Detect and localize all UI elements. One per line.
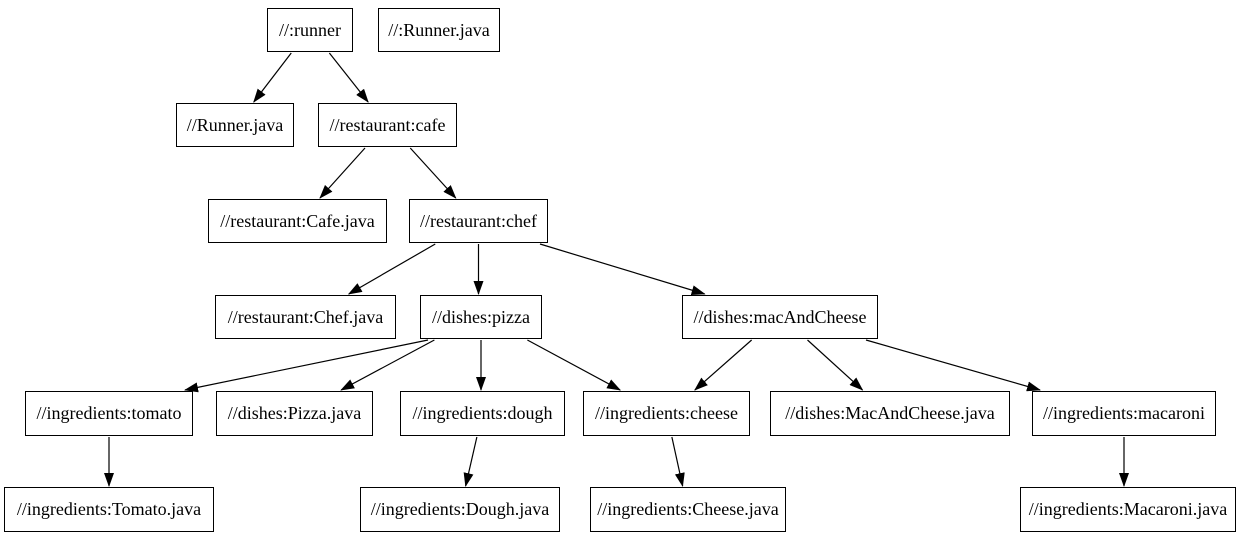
node-label: //restaurant:cafe [329,114,446,135]
graph-node-macaroni: //ingredients:macaroni [1032,391,1216,436]
graph-node-chef: //restaurant:chef [409,199,548,243]
node-label: //ingredients:tomato [36,403,182,423]
edge-mac_and_cheese-to-macaroni [865,339,1041,392]
graph-node-chef_java: //restaurant:Chef.java [215,295,396,339]
node-label: //dishes:macAndCheese [693,306,867,327]
node-label: //dishes:MacAndCheese.java [785,403,995,423]
graph-node-cheese_java: //ingredients:Cheese.java [590,487,786,532]
node-label: //restaurant:Cafe.java [220,210,375,231]
node-label: //ingredients:Dough.java [370,499,550,519]
edge-cafe-to-chef [409,147,457,199]
edge-runner-to-runner_java [253,52,292,103]
node-label: //:Runner.java [388,19,490,40]
edge-dough-to-dough_java [463,436,478,487]
node-label: //Runner.java [186,114,284,135]
node-label: //ingredients:Tomato.java [16,499,202,519]
graph-node-dough: //ingredients:dough [400,391,565,436]
edge-pizza-to-tomato [184,339,429,393]
node-label: //ingredients:cheese [595,403,738,423]
graph-node-mac_and_cheese: //dishes:macAndCheese [682,295,878,339]
graph-node-dough_java: //ingredients:Dough.java [360,487,560,532]
node-label: //ingredients:macaroni [1043,403,1205,423]
graph-node-cafe: //restaurant:cafe [318,103,457,147]
graph-node-tomato_java: //ingredients:Tomato.java [4,487,214,532]
edge-runner-to-cafe [328,52,369,103]
graph-node-pizza: //dishes:pizza [420,295,542,339]
node-label: //ingredients:Macaroni.java [1028,499,1228,519]
edge-cheese-to-cheese_java [671,436,685,487]
graph-node-pizza_java: //dishes:Pizza.java [216,391,373,436]
graph-node-cafe_java: //restaurant:Cafe.java [208,199,387,243]
edge-cafe-to-cafe_java [319,147,366,199]
node-label: //dishes:Pizza.java [227,403,362,423]
node-label: //:runner [279,19,341,40]
node-label: //restaurant:chef [420,210,537,231]
edge-pizza-to-pizza_java [340,339,435,391]
node-label: //dishes:pizza [432,306,530,327]
node-label: //restaurant:Chef.java [227,306,384,327]
graph-node-runner: //:runner [267,8,353,52]
graph-node-runner_java_root: //:Runner.java [378,8,500,52]
edge-chef-to-chef_java [347,243,436,295]
edge-mac_and_cheese-to-mac_and_cheese_java [807,339,864,391]
node-label: //ingredients:dough [412,403,553,423]
node-label: //ingredients:Cheese.java [597,499,779,519]
graph-node-mac_and_cheese_java: //dishes:MacAndCheese.java [770,391,1010,436]
graph-node-tomato: //ingredients:tomato [25,391,193,436]
graph-node-runner_java: //Runner.java [176,103,294,147]
edge-chef-to-mac_and_cheese [539,243,706,296]
graph-node-cheese: //ingredients:cheese [583,391,750,436]
edge-mac_and_cheese-to-cheese [694,339,753,391]
edge-pizza-to-cheese [527,339,622,391]
graph-node-macaroni_java: //ingredients:Macaroni.java [1020,487,1236,532]
